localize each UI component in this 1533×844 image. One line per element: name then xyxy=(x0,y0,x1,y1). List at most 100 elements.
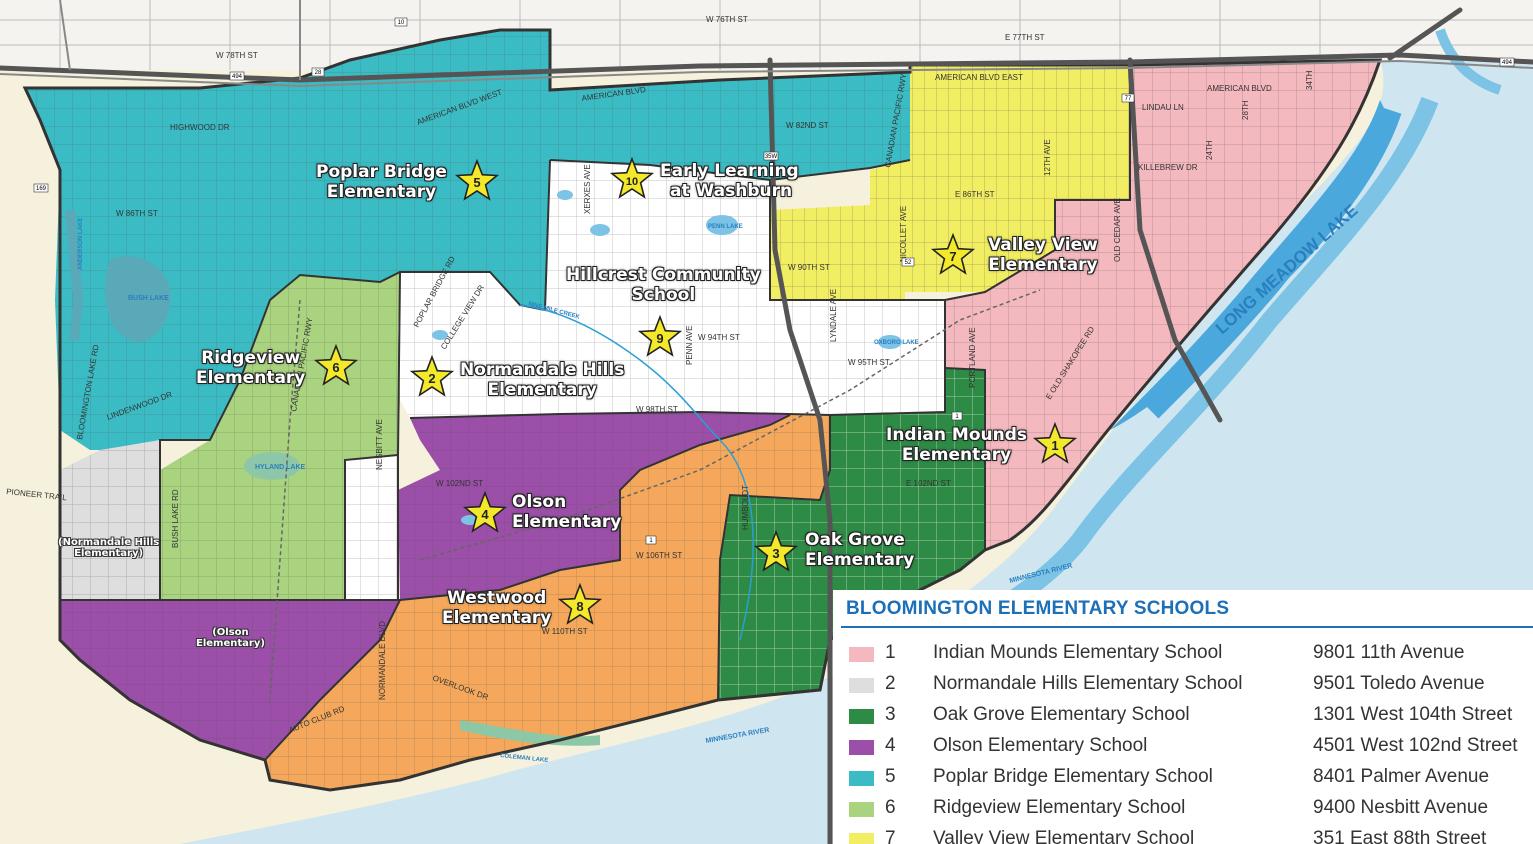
zone-normandale-west-streets xyxy=(60,440,160,600)
star-number: 9 xyxy=(656,331,663,346)
railroad-west xyxy=(269,299,301,701)
river-channel-north xyxy=(1435,28,1502,95)
zone-ridgeview-streets xyxy=(160,272,400,600)
street-nicollet-ave: NICOLLET AVE xyxy=(899,206,908,262)
pond-2 xyxy=(590,224,610,236)
legend-address: 9400 Nesbitt Avenue xyxy=(1313,797,1489,818)
star-number: 7 xyxy=(949,249,956,264)
legend-swatch xyxy=(849,771,874,786)
street-w110th: W 110TH ST xyxy=(542,627,588,636)
hyland-lake xyxy=(244,452,300,480)
street-american-blvd-east: AMERICAN BLVD EAST xyxy=(935,73,1023,82)
legend-rule xyxy=(841,626,1533,628)
svg-text:35W: 35W xyxy=(765,154,778,160)
star-number: 10 xyxy=(626,176,638,188)
street-penn-ave: PENN AVE xyxy=(685,326,694,365)
svg-text:10: 10 xyxy=(398,20,405,26)
label-westwood-line1: Westwood xyxy=(447,588,547,608)
svg-text:77: 77 xyxy=(1125,96,1132,102)
legend-school-name: Olson Elementary School xyxy=(933,735,1148,756)
legend-swatch xyxy=(849,833,874,844)
label-oak-grove-line2: Elementary xyxy=(805,550,915,570)
label-indian-mounds-line1: Indian Mounds xyxy=(886,425,1028,445)
street-w94th: W 94TH ST xyxy=(698,333,740,342)
legend-row-5: 5 Poplar Bridge Elementary School 8401 P… xyxy=(833,763,1533,794)
label-normandale-ghost-line2: Elementary) xyxy=(74,548,144,559)
label-poplar-bridge-line1: Poplar Bridge xyxy=(316,162,447,182)
school-star-marker: 1 xyxy=(1032,421,1078,464)
label-valley-view-line1: Valley View xyxy=(988,235,1098,255)
zone-westwood-streets xyxy=(265,415,830,790)
star-icon xyxy=(462,490,508,533)
street-34th: 34TH xyxy=(1305,70,1314,90)
legend-number: 7 xyxy=(885,828,896,844)
zone-boundaries xyxy=(60,65,1131,761)
svg-text:494: 494 xyxy=(1502,60,1513,66)
zone-valley-view-streets xyxy=(770,65,1130,300)
label-ridgeview: Ridgeview Elementary xyxy=(196,348,305,388)
star-icon xyxy=(753,529,799,572)
label-olson-ghost-line2: Elementary) xyxy=(196,638,265,649)
label-penn-lake: PENN LAKE xyxy=(708,224,743,230)
star-number: 2 xyxy=(428,371,435,386)
shield-77: 77 xyxy=(1121,93,1135,103)
legend-row-6: 6 Ridgeview Elementary School 9400 Nesbi… xyxy=(833,794,1533,825)
shield-52: 52 xyxy=(901,257,915,267)
legend: BLOOMINGTON ELEMENTARY SCHOOLS 1 Indian … xyxy=(833,590,1533,844)
street-xerxes-ave: XERXES AVE xyxy=(583,164,592,214)
street-old-cedar: OLD CEDAR AVE xyxy=(1113,198,1122,262)
zone-oak-grove-streets xyxy=(718,368,985,700)
street-w82nd: W 82ND ST xyxy=(786,121,829,130)
shield-28: 28 xyxy=(311,67,325,77)
label-hillcrest: Hillcrest Community School xyxy=(566,265,761,305)
legend-address: 4501 West 102nd Street xyxy=(1313,735,1518,756)
street-lyndale-ave: LYNDALE AVE xyxy=(829,289,838,342)
street-highwood: HIGHWOOD DR xyxy=(170,123,230,132)
svg-text:28: 28 xyxy=(315,70,322,76)
legend-school-name: Oak Grove Elementary School xyxy=(933,704,1190,725)
zone-olson-streets xyxy=(398,412,790,600)
svg-text:1: 1 xyxy=(649,538,653,544)
shield-494-west: 494 xyxy=(229,71,245,81)
legend-school-name: Indian Mounds Elementary School xyxy=(933,642,1223,663)
school-star-marker: 5 xyxy=(454,158,500,201)
legend-row-4: 4 Olson Elementary School 4501 West 102n… xyxy=(833,732,1533,763)
legend-address: 9501 Toledo Avenue xyxy=(1313,673,1485,694)
school-star-marker: 2 xyxy=(409,354,455,397)
label-oxboro-lake: OXBORO LAKE xyxy=(874,340,919,346)
legend-address: 8401 Palmer Avenue xyxy=(1313,766,1490,787)
shield-35w: 35W xyxy=(763,151,779,161)
school-star-marker: 8 xyxy=(557,582,603,625)
star-number: 1 xyxy=(1051,438,1058,453)
label-hillcrest-line1: Hillcrest Community xyxy=(566,265,761,285)
legend-number: 6 xyxy=(885,797,896,818)
district-boundary xyxy=(22,28,1383,792)
label-early-learning-line2: at Washburn xyxy=(670,181,793,201)
label-early-learning-line1: Early Learning xyxy=(660,161,799,181)
street-w98th: W 98TH ST xyxy=(636,405,678,414)
label-ridgeview-line1: Ridgeview xyxy=(201,348,301,368)
label-normandale-hills-line1: Normandale Hills xyxy=(460,360,625,380)
street-american-blvd: AMERICAN BLVD xyxy=(1207,84,1272,93)
legend-row-7: 7 Valley View Elementary School 351 East… xyxy=(833,825,1533,844)
label-olson-line1: Olson xyxy=(512,492,567,512)
legend-number: 5 xyxy=(885,766,896,787)
street-humboldt: HUMBOLDT xyxy=(741,485,750,530)
street-portland-ave: PORTLAND AVE xyxy=(968,327,977,388)
legend-number: 1 xyxy=(885,642,896,663)
bush-lake xyxy=(105,256,171,342)
label-normandale-ghost-line1: (Normandale Hills xyxy=(58,537,160,548)
street-normandale-blvd: NORMANDALE BLVD xyxy=(378,621,387,700)
label-valley-view: Valley View Elementary xyxy=(988,235,1098,275)
star-icon xyxy=(313,343,359,386)
legend-number: 4 xyxy=(885,735,896,756)
legend-number: 3 xyxy=(885,704,896,725)
anderson-lake xyxy=(65,209,84,341)
street-w86th: W 86TH ST xyxy=(116,209,158,218)
highway-lanes xyxy=(0,0,1533,88)
shield-1-east: 1 xyxy=(951,411,963,421)
label-normandale-ghost: (Normandale Hills Elementary) xyxy=(58,537,159,559)
legend-address: 351 East 88th Street xyxy=(1313,828,1487,844)
